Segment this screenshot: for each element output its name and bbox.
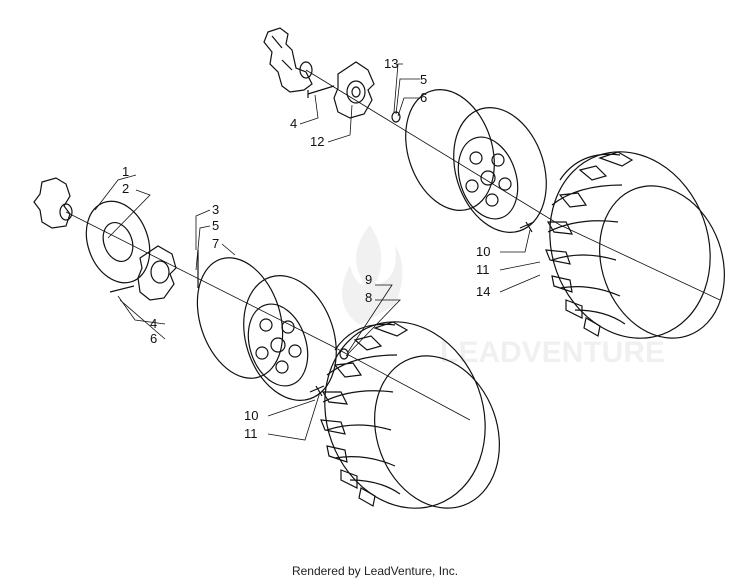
tire-upper <box>545 151 725 339</box>
axis-line-lower <box>65 211 471 421</box>
callout-11-upper: 11 <box>476 262 490 277</box>
callout-labels: 1 2 3 5 7 4 6 9 8 10 11 13 5 6 4 12 10 1… <box>122 56 490 441</box>
hub-upper <box>333 61 375 119</box>
callout-9: 9 <box>365 272 372 287</box>
leader-lines <box>94 63 541 441</box>
callout-3: 3 <box>212 202 219 217</box>
callout-11: 11 <box>244 426 258 441</box>
callout-14: 14 <box>476 284 490 299</box>
callout-12: 12 <box>310 134 324 149</box>
hub-lower <box>137 245 177 301</box>
callout-13: 13 <box>384 56 398 71</box>
axis-line-upper <box>305 69 721 301</box>
valve-stem-lower <box>309 385 325 397</box>
callout-1: 1 <box>122 164 129 179</box>
brake-disc <box>85 200 151 284</box>
callout-6: 6 <box>150 331 157 346</box>
valve-stem-upper <box>519 221 535 233</box>
rim-lower <box>196 257 337 401</box>
callout-8: 8 <box>365 290 372 305</box>
callout-6-upper: 6 <box>420 90 427 105</box>
callout-4: 4 <box>150 316 157 331</box>
callout-4-upper: 4 <box>290 116 297 131</box>
callout-5: 5 <box>212 218 219 233</box>
callout-10: 10 <box>244 408 258 423</box>
callout-5-upper: 5 <box>420 72 427 87</box>
flame-watermark-icon <box>342 225 403 325</box>
bolt-upper <box>307 85 335 98</box>
rim-upper <box>405 89 547 233</box>
watermark-text: LEADVENTURE <box>440 336 665 369</box>
callout-7: 7 <box>212 236 219 251</box>
knuckle-upper <box>263 27 313 93</box>
knuckle-lower <box>33 177 73 229</box>
callout-2: 2 <box>122 181 129 196</box>
footer-credit: Rendered by LeadVenture, Inc. <box>291 564 459 578</box>
watermark: LEADVENTURE <box>342 225 665 369</box>
bolt-lower <box>109 285 135 293</box>
tire-lower <box>320 321 500 509</box>
callout-10-upper: 10 <box>476 244 490 259</box>
